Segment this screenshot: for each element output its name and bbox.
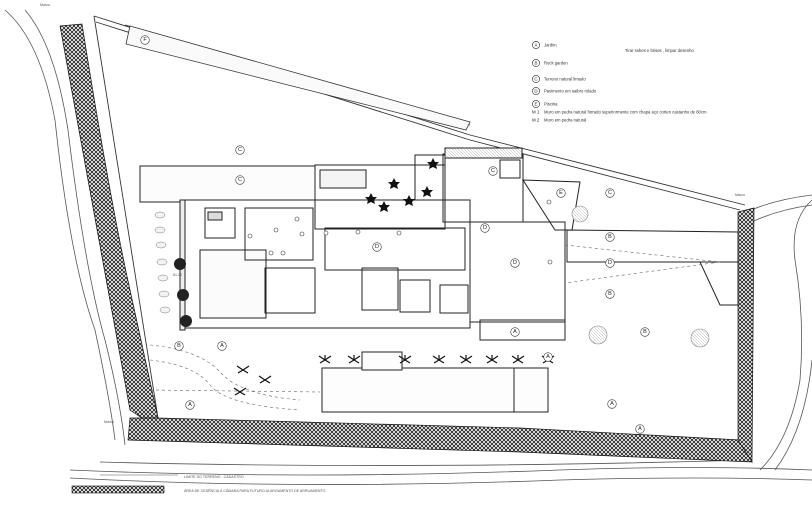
- legend-code: M 2: [532, 118, 540, 123]
- note-text: Tirar sebes e brises , limpar desenho: [625, 48, 694, 53]
- legend-marker: [532, 75, 540, 83]
- legend-text: Terreno natural limado: [544, 76, 586, 81]
- level-label: 81.22: [173, 273, 182, 277]
- zone-marker-circle: [605, 232, 615, 242]
- building-footprint: [139, 147, 739, 341]
- legend-code: C: [534, 77, 537, 82]
- zone-marker-circle: [605, 289, 615, 299]
- legend-code: E: [535, 102, 538, 107]
- zone-marker-circle: [372, 242, 382, 252]
- zone-marker-circle: [543, 352, 553, 362]
- zone-marker-circle: [635, 424, 645, 434]
- zone-marker-circle: [510, 258, 520, 268]
- stone-edge: [154, 211, 171, 314]
- boundary-wall: [59, 23, 755, 464]
- zone-marker-circle: [488, 166, 498, 176]
- cadastre-limit-label: LIMITE DO TERRENO - CADASTRO: [184, 475, 244, 479]
- zone-code: D: [483, 225, 487, 231]
- garden-dashed-lines: [149, 244, 721, 411]
- legend-marker: [532, 41, 540, 49]
- zone-marker-circle: [480, 223, 490, 233]
- zone-code: E: [559, 190, 563, 196]
- tree-canopies: [571, 205, 710, 348]
- legend-marker: [532, 59, 540, 67]
- legend-code: M 1: [532, 110, 540, 115]
- legend-text: Rock garden: [544, 60, 568, 65]
- zone-marker-circle: [640, 327, 650, 337]
- legend-marker: [532, 100, 540, 108]
- legend-text: Piscina: [544, 101, 558, 106]
- zone-marker-circle: [235, 145, 245, 155]
- zone-code: B: [608, 291, 612, 297]
- legend-marker: [532, 87, 540, 95]
- zone-marker-circle: [217, 341, 227, 351]
- marco-top-left: Marco: [40, 3, 50, 7]
- zone-marker-circle: [174, 341, 184, 351]
- star-trees: [365, 158, 439, 212]
- parking-strip: [125, 25, 471, 131]
- zone-marker-circle: [140, 35, 150, 45]
- legend-code: D: [534, 89, 537, 94]
- zone-marker-circle: [556, 188, 566, 198]
- zone-code: A: [188, 402, 192, 408]
- zone-code: D: [608, 260, 612, 266]
- zone-code: A: [546, 354, 550, 360]
- legend-text: Jardim: [544, 42, 557, 47]
- zone-code: A: [513, 329, 517, 335]
- zone-marker-circle: [510, 327, 520, 337]
- zone-code: D: [375, 244, 379, 250]
- zone-marker-circle: [607, 399, 617, 409]
- marco-east: Marco: [735, 193, 745, 197]
- zone-code: A: [610, 401, 614, 407]
- legend-text: Muro em pedra natural: [544, 117, 586, 122]
- road-lines: [4, 9, 812, 485]
- zone-code: D: [513, 260, 517, 266]
- zone-marker-circle: [185, 400, 195, 410]
- zone-code: B: [608, 234, 612, 240]
- cession-area-label: ÁREA DE CEDÊNCIA À CÂMARA PARA FUTURO AL…: [184, 488, 326, 493]
- zone-markers: F C C C D D D D A A A A A A B B B B E C: [140, 35, 650, 434]
- zone-code: A: [220, 343, 224, 349]
- legend-code: A: [535, 43, 538, 48]
- zone-marker-circle: [235, 175, 245, 185]
- zone-code: C: [491, 168, 495, 174]
- courtyard-lights: [247, 199, 553, 265]
- zone-code: A: [638, 426, 642, 432]
- legend-text: Muro em pedra natural forrado superiorme…: [544, 109, 707, 114]
- zone-code: C: [238, 147, 242, 153]
- zone-marker-circle: [605, 188, 615, 198]
- marco-south: Marco: [104, 420, 114, 424]
- legend-text: Pavimento em saibro rolado: [544, 88, 597, 93]
- zone-marker-circle: [605, 258, 615, 268]
- zone-code: B: [643, 329, 647, 335]
- zone-code: F: [143, 37, 147, 43]
- cession-area-swatch: [71, 485, 165, 494]
- garden-annex: [321, 351, 549, 413]
- zone-code: C: [608, 190, 612, 196]
- zone-code: C: [238, 177, 242, 183]
- shrubs: [174, 258, 192, 327]
- zone-code: B: [177, 343, 181, 349]
- legend-code: B: [535, 61, 538, 66]
- palm-trees: [233, 355, 555, 396]
